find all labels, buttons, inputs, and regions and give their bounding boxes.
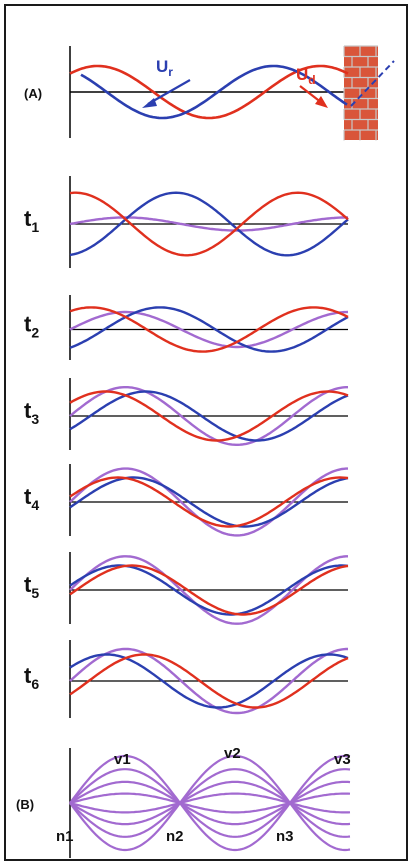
ur-arrow-shaft (147, 79, 191, 105)
antinode-label-v1: v1 (114, 751, 131, 768)
superposition-purple-curve (69, 647, 348, 715)
wave-red-curve (69, 564, 349, 616)
ud-label: Ud (296, 65, 316, 87)
wave-blue-curve (69, 306, 349, 353)
time-label-t4: t4 (24, 484, 39, 513)
wave-blue-curve (69, 653, 349, 709)
standing-wave-envelope (69, 754, 351, 805)
node-label-n2: n2 (166, 828, 184, 845)
superposition-purple-curve (69, 216, 348, 232)
standing-wave-envelope (69, 801, 351, 838)
ud-arrow-head (315, 96, 328, 108)
time-label-t3: t3 (24, 398, 39, 427)
time-panel-4: t4 (24, 464, 349, 537)
time-label-t5: t5 (24, 572, 39, 601)
incident-wave-blue-curve (80, 64, 348, 120)
wall-body (344, 46, 378, 140)
time-panel-5: t5 (24, 552, 349, 625)
time-label-t6: t6 (24, 663, 39, 692)
standing-wave-envelope (69, 780, 351, 805)
ur-arrow-head (142, 98, 157, 108)
antinode-label-v2: v2 (224, 745, 241, 762)
time-panels: t1 t2 t3 t4 t5 t6 (24, 176, 349, 718)
wave-red-curve (69, 306, 349, 353)
wave-red-curve (69, 191, 349, 257)
superposition-purple-curve (69, 386, 348, 446)
wave-red-curve (69, 390, 349, 442)
panel-a-label: (A) (24, 86, 42, 101)
superposition-purple-curve (69, 555, 348, 625)
time-panel-3: t3 (24, 378, 349, 450)
envelope-curves (69, 754, 351, 852)
standing-wave-envelope (69, 768, 351, 805)
time-panel-6: t6 (24, 640, 349, 718)
panel-b-label: (B) (16, 797, 34, 812)
panel-a: (A) Ur Ud (24, 45, 395, 141)
standing-wave-envelope (69, 792, 351, 805)
superposition-purple-curve (69, 467, 348, 537)
wave-red-curve (69, 653, 349, 709)
dashed-extension-line (350, 60, 395, 107)
time-label-t1: t1 (24, 206, 39, 235)
wave-blue-curve (69, 564, 349, 616)
standing-wave-envelope (69, 801, 351, 826)
standing-wave-diagram: (A) Ur Ud t1 t2 t3 t4 t5 t6 (B) v1 v2 v3 n1 n… (16, 45, 395, 858)
time-panel-1: t1 (24, 176, 349, 268)
node-label-n1: n1 (56, 828, 74, 845)
time-label-t2: t2 (24, 312, 39, 341)
panel-b: (B) v1 v2 v3 n1 n2 n3 (16, 745, 351, 858)
wave-blue-curve (69, 390, 349, 442)
figure-frame: (A) Ur Ud t1 t2 t3 t4 t5 t6 (B) v1 v2 v3 n1 n… (4, 4, 408, 861)
standing-wave-envelope (69, 801, 351, 814)
standing-wave-envelope (69, 801, 351, 852)
wave-red-curve (69, 476, 349, 528)
node-label-n3: n3 (276, 828, 294, 845)
wave-blue-curve (69, 476, 349, 528)
time-panel-2: t2 (24, 295, 349, 360)
brick-wall-icon (343, 45, 378, 141)
wave-blue-curve (69, 191, 349, 257)
ur-label: Ur (156, 57, 173, 79)
antinode-label-v3: v3 (334, 751, 351, 768)
reflected-wave-red-curve (69, 64, 349, 120)
